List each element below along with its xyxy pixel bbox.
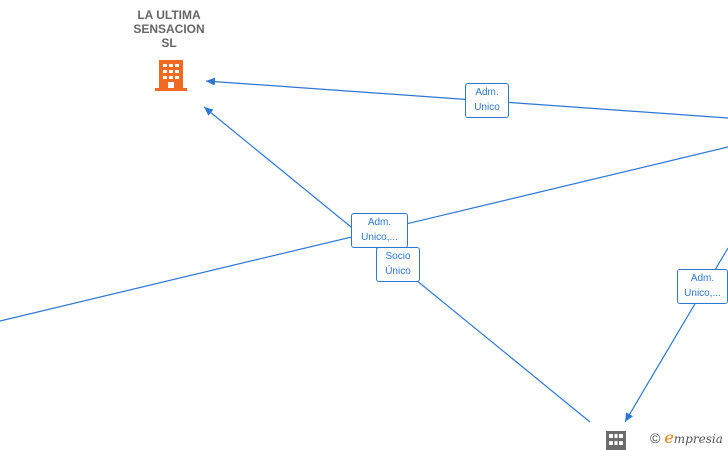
brand-first-letter: e: [664, 428, 674, 447]
building-icon[interactable]: [606, 431, 626, 450]
empresia-logo[interactable]: ©empresia: [650, 428, 723, 447]
edge-label-socio-unico[interactable]: Socio Único: [376, 247, 420, 282]
edge-label-adm-unico-right[interactable]: Adm. Unico,...: [677, 269, 728, 304]
company-name-line: SL: [161, 36, 177, 50]
brand-rest: mpresia: [673, 432, 723, 446]
building-icon[interactable]: [155, 60, 187, 91]
edge-label-adm-unico-top[interactable]: Adm. Unico: [465, 83, 509, 118]
copyright-symbol: ©: [650, 430, 661, 446]
company-name-line: SENSACION: [133, 22, 205, 36]
edge-label-adm-unico-mid[interactable]: Adm. Unico,...: [351, 213, 408, 248]
company-name-line: LA ULTIMA: [137, 8, 201, 22]
company-name-label[interactable]: LA ULTIMA SENSACION SL: [118, 8, 220, 50]
